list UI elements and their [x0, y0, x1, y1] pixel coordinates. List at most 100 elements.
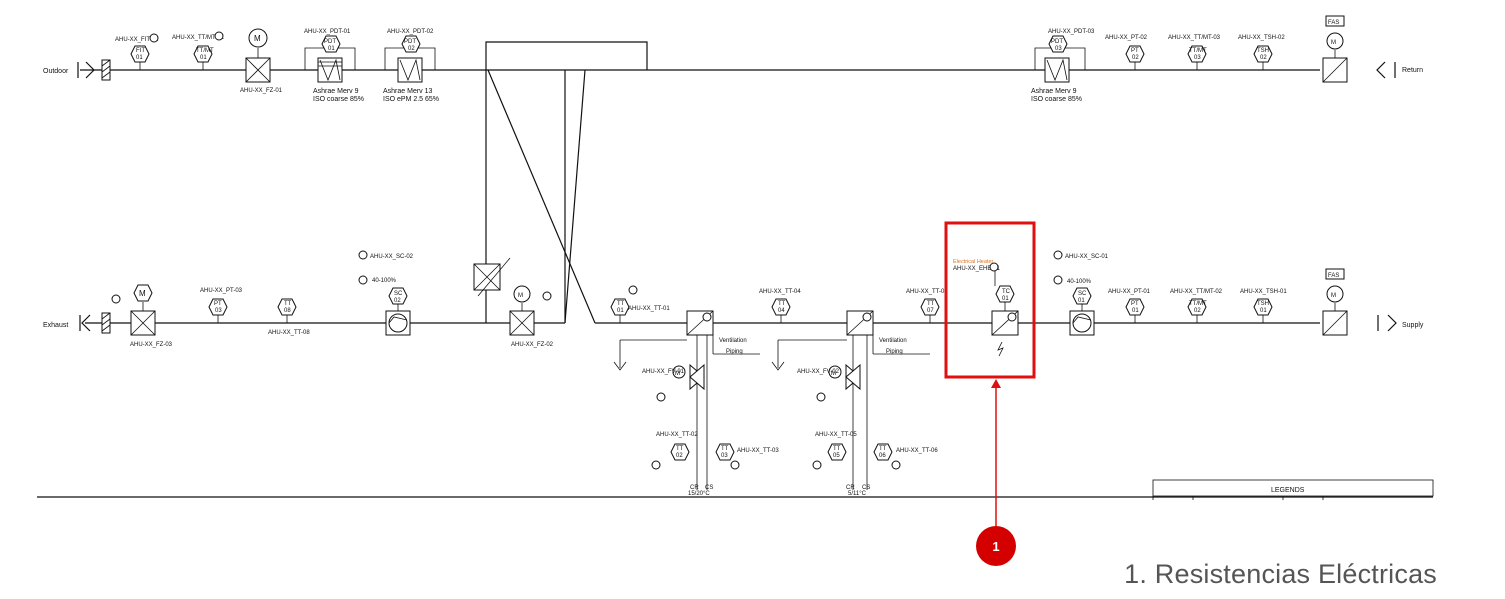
filter-01-grade: ISO coarse 85% [313, 96, 364, 103]
pdt-01-num: 01 [328, 46, 335, 52]
tt-05-num: 05 [833, 453, 840, 459]
filter-03-grade: ISO coarse 85% [1031, 96, 1082, 103]
tt-08-code: TT [284, 301, 292, 307]
sc-01-tag: AHU-XX_SC-01 [1065, 254, 1109, 260]
sc-02-range: 40-100% [372, 278, 397, 284]
damper-fz-03: M AHU-XX_FZ-03 [111, 284, 173, 348]
fz-03-tag: AHU-XX_FZ-03 [130, 342, 173, 348]
pt-01-instrument: PT 01 AHU-XX_PT-01 [1108, 289, 1151, 323]
tt-06-tag: AHU-XX_TT-06 [896, 448, 938, 454]
tsh-02-tag: AHU-XX_TSH-02 [1238, 35, 1285, 41]
coil-b-cr: CR [846, 485, 855, 491]
tt-01-instrument: TT 01 AHU-XX_TT-01 [610, 285, 670, 323]
electrical-heater-highlight [944, 221, 1036, 379]
filter-02-grade: ISO ePM 2.5 65% [383, 96, 439, 103]
sc-02-code: SC [394, 291, 403, 297]
exhaust-label: Exhaust [43, 322, 68, 329]
ttmt-01-instrument: TT/MT 01 AHU-XX_TT/MT-01 [172, 31, 225, 70]
ttmt-03-num: 03 [1194, 55, 1201, 61]
supply-fan-sc-01: SC 01 AHU-XX_SC-01 40-100% [1053, 250, 1109, 336]
exhaust-outlet-arrow [79, 314, 91, 332]
legends-title: LEGENDS [1271, 487, 1305, 494]
pt-01-code: PT [1131, 301, 1139, 307]
tt-04-tag: AHU-XX_TT-04 [759, 289, 801, 295]
tt-05-code: TT [833, 446, 841, 452]
tsh-01-code: TSH [1257, 301, 1269, 307]
outdoor-louver [101, 59, 111, 81]
ttmt-03-tag: AHU-XX_TT/MT-03 [1168, 35, 1221, 41]
coil-a-cr: CR [690, 485, 699, 491]
ttmt-02-instrument: TT/MT 02 AHU-XX_TT/MT-02 [1170, 289, 1223, 323]
exhaust-louver [101, 312, 111, 334]
tsh-02-num: 02 [1260, 55, 1267, 61]
fit-01-num: 01 [136, 55, 143, 61]
pdt-01-tag: AHU-XX_PDT-01 [304, 29, 351, 35]
ttmt-01-tag: AHU-XX_TT/MT-01 [172, 35, 225, 41]
caption-text: 1. Resistencias Eléctricas [1124, 559, 1437, 589]
pdt-03-num: 03 [1055, 46, 1062, 52]
ttmt-02-code: TT/MT [1189, 301, 1207, 307]
tt-02-num: 02 [676, 453, 683, 459]
filter-pdt-01: PDT 01 AHU-XX_PDT-01 Ashrae Merv 9 ISO c… [304, 29, 364, 103]
tt-07-num: 07 [927, 308, 934, 314]
damper-fz-01: M AHU-XX_FZ-01 [240, 28, 283, 94]
coil-a-cs: CS [705, 485, 713, 491]
tt-01-num: 01 [617, 308, 624, 314]
outdoor-inlet-arrow [77, 61, 95, 79]
fas-supply-motor: M [1331, 293, 1336, 299]
coil-heating: Ventilation Piping M AHU-XX_FV-01 TT 02 … [613, 310, 779, 497]
tt-03-code: TT [721, 446, 729, 452]
pt-03-code: PT [214, 301, 222, 307]
fas-supply-label: FAS [1328, 273, 1339, 279]
fv-01-motor: M [675, 371, 680, 377]
pt-03-instrument: PT 03 AHU-XX_PT-03 [200, 288, 243, 323]
fz-01-tag: AHU-XX_FZ-01 [240, 88, 283, 94]
fz-02-motor: M [518, 293, 523, 299]
fv-01-tag: AHU-XX_FV-01 [642, 369, 685, 375]
fv-02-tag: AHU-XX_FV-02 [797, 369, 840, 375]
tc-01-code: TC [1002, 289, 1011, 295]
pdt-02-code: PDT [404, 39, 416, 45]
fz-03-motor: M [139, 289, 146, 298]
pt-01-num: 01 [1132, 308, 1139, 314]
coil-a-piping: Piping [726, 349, 743, 355]
fas-return-motor: M [1331, 40, 1336, 46]
tt-05-tag: AHU-XX_TT-05 [815, 432, 857, 438]
ttmt-02-num: 02 [1194, 308, 1201, 314]
tt-03-num: 03 [721, 453, 728, 459]
pdt-02-tag: AHU-XX_PDT-02 [387, 29, 434, 35]
sc-01-code: SC [1078, 291, 1087, 297]
fit-01-instrument: FIT 01 AHU-XX_FIT-01 [115, 33, 159, 70]
damper-fz-02: M AHU-XX_FZ-02 [509, 285, 554, 348]
legends-table: LEGENDS [1152, 479, 1434, 500]
heater-tag: AHU-XX_EHB-01 [953, 266, 1001, 272]
tsh-02-code: TSH [1257, 48, 1269, 54]
fit-01-code: FIT [136, 48, 145, 54]
pt-01-tag: AHU-XX_PT-01 [1108, 289, 1151, 295]
pdt-02-num: 02 [408, 46, 415, 52]
return-label: Return [1402, 67, 1423, 74]
tsh-01-instrument: TSH 01 AHU-XX_TSH-01 [1240, 289, 1287, 323]
tt-08-num: 08 [284, 308, 291, 314]
sc-02-num: 02 [394, 298, 401, 304]
coil-a-ventilation: Ventilation [719, 338, 747, 344]
pdt-03-code: PDT [1051, 39, 1063, 45]
tt-07-code: TT [927, 301, 935, 307]
electrical-heater: TC 01 Electrical Heater AHU-XX_EHB-01 [953, 259, 1019, 357]
coil-b-water: 5/11°C [848, 491, 867, 497]
fz-02-tag: AHU-XX_FZ-02 [511, 342, 554, 348]
tt-06-code: TT [879, 446, 887, 452]
tt-01-code: TT [617, 301, 625, 307]
fas-damper-return: M FAS [1322, 15, 1348, 83]
filter-03-name: Ashrae Merv 9 [1031, 88, 1077, 95]
callout-marker [976, 526, 1016, 566]
callout-arrowhead [991, 379, 1001, 388]
filter-01-name: Ashrae Merv 9 [313, 88, 359, 95]
ttmt-01-code: TT/MT [196, 48, 214, 54]
sc-01-range: 40-100% [1067, 279, 1092, 285]
sc-02-tag: AHU-XX_SC-02 [370, 254, 414, 260]
outdoor-label: Outdoor [43, 68, 69, 75]
tsh-02-instrument: TSH 02 AHU-XX_TSH-02 [1238, 35, 1285, 70]
tt-03-tag: AHU-XX_TT-03 [737, 448, 779, 454]
